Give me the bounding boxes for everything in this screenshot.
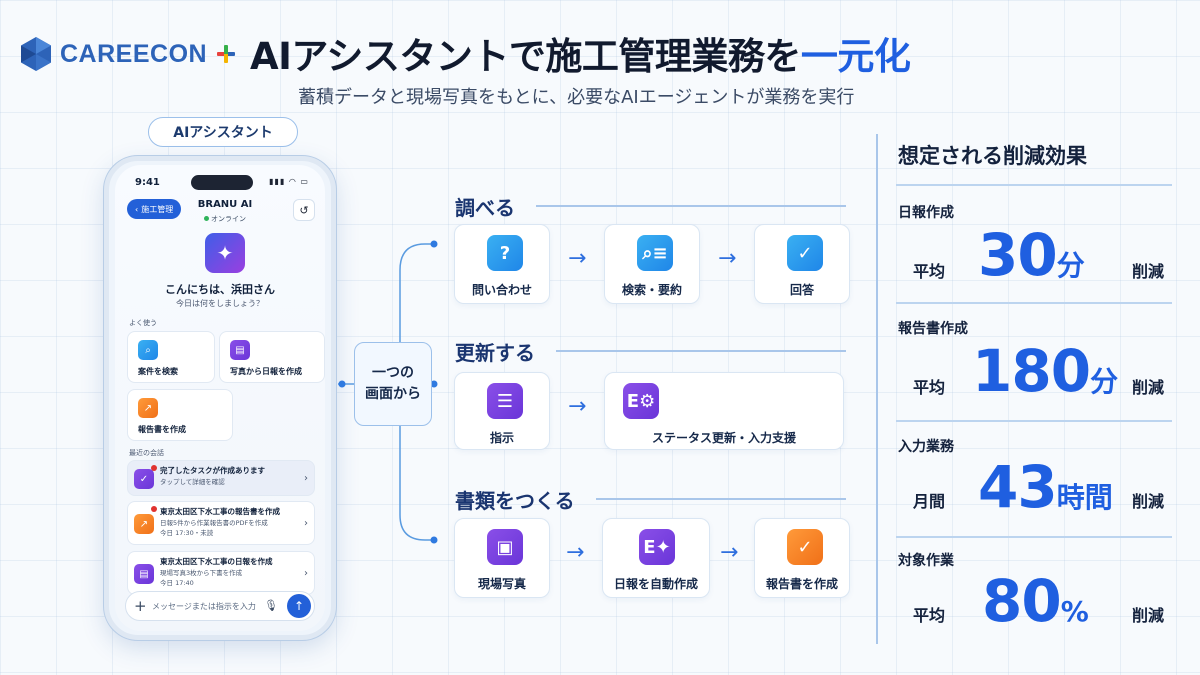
- hexagon-logo-icon: [21, 37, 51, 71]
- metric-value: 43時間: [978, 453, 1113, 521]
- search-icon: ⌕: [138, 340, 158, 360]
- document-icon: ▤: [230, 340, 250, 360]
- phone-notch: [191, 175, 253, 190]
- unread-dot-icon: [151, 506, 157, 512]
- effects-separator: [896, 420, 1172, 422]
- message-input[interactable]: + メッセージまたは指示を入力 🎙 ↑: [125, 591, 315, 621]
- unread-dot-icon: [151, 465, 157, 471]
- step-auto-daily-report: E✦ 日報を自動作成: [602, 518, 710, 598]
- plus-icon[interactable]: +: [134, 597, 147, 615]
- check-icon: ✓: [134, 469, 154, 489]
- step-search-summary: ⌕≡ 検索・要約: [604, 224, 700, 304]
- title-accent: 一元化: [800, 35, 911, 78]
- effects-title: 想定される削減効果: [898, 144, 1087, 168]
- category-divider: [556, 350, 846, 352]
- ai-sparkle-icon: ✦: [205, 233, 245, 273]
- hub-box: 一つの 画面から: [354, 342, 432, 426]
- chart-icon: ↗: [134, 514, 154, 534]
- category-title-update: 更新する: [455, 341, 535, 365]
- chevron-right-icon: ›: [304, 568, 308, 579]
- metric-prefix: 平均: [913, 606, 946, 625]
- chat-check-icon: ✓: [787, 235, 823, 271]
- metric-name: 報告書作成: [898, 321, 968, 337]
- frequent-label: よく使う: [129, 319, 157, 327]
- status-time: 9:41: [135, 177, 160, 188]
- plus-icon: [217, 45, 236, 63]
- step-create-report: ✓ 報告書を作成: [754, 518, 850, 598]
- category-title-research: 調べる: [455, 196, 515, 220]
- arrow-right-icon: →: [566, 540, 585, 565]
- chevron-left-icon: ‹: [135, 204, 139, 214]
- metric-name: 日報作成: [898, 205, 954, 221]
- ai-document-icon: E✦: [639, 529, 675, 565]
- conversation-item[interactable]: ✓ 完了したタスクが作成あります タップして詳細を確認 ›: [127, 460, 315, 496]
- chevron-right-icon: ›: [304, 518, 308, 529]
- page-title: AIアシスタントで施工管理業務を一元化: [250, 35, 911, 78]
- greeting-sub: 今日は何をしましょう？: [176, 299, 264, 308]
- settings-list-icon: E⚙: [623, 383, 659, 419]
- metric-prefix: 平均: [913, 378, 946, 397]
- quick-action-photo-report[interactable]: ▤ 写真から日報を作成: [219, 331, 325, 383]
- arrow-right-icon: →: [568, 246, 587, 271]
- step-status-update: E⚙ ステータス更新・入力支援: [604, 372, 844, 450]
- metric-suffix: 削減: [1132, 378, 1165, 397]
- recent-label: 最近の会話: [129, 449, 164, 457]
- step-answer: ✓ 回答: [754, 224, 850, 304]
- conversation-item[interactable]: ↗ 東京太田区下水工事の報告書を作成 日報5件から作業報告書のPDFを作成 今日…: [127, 501, 315, 545]
- search-list-icon: ⌕≡: [637, 235, 673, 271]
- report-check-icon: ✓: [787, 529, 823, 565]
- metric-prefix: 月間: [913, 492, 946, 511]
- arrow-right-icon: →: [568, 394, 587, 419]
- effects-separator: [896, 302, 1172, 304]
- document-icon: ▤: [134, 564, 154, 584]
- category-divider: [536, 205, 846, 207]
- step-instruction: ☰ 指示: [454, 372, 550, 450]
- arrow-right-icon: →: [718, 246, 737, 271]
- phone-label: AIアシスタント: [148, 117, 298, 147]
- metric-name: 対象作業: [898, 553, 954, 569]
- phone-screen: 9:41 ▮▮▮ ◠ ▭ ‹施工管理 BRANU AI オンライン ↺ ✦ こん…: [115, 165, 325, 631]
- online-dot-icon: [204, 216, 209, 221]
- microphone-icon[interactable]: 🎙: [264, 599, 278, 612]
- message-placeholder: メッセージまたは指示を入力: [152, 602, 256, 611]
- send-button[interactable]: ↑: [287, 594, 311, 618]
- step-site-photo: ▣ 現場写真: [454, 518, 550, 598]
- category-divider: [596, 498, 846, 500]
- arrow-right-icon: →: [720, 540, 739, 565]
- signal-battery-icon: ▮▮▮ ◠ ▭: [269, 177, 309, 186]
- effects-separator: [896, 536, 1172, 538]
- effects-separator: [896, 184, 1172, 186]
- logo-text: CAREECON: [60, 39, 208, 68]
- quick-action-report[interactable]: ↗ 報告書を作成: [127, 389, 233, 441]
- metric-prefix: 平均: [913, 262, 946, 281]
- chevron-right-icon: ›: [304, 473, 308, 484]
- history-button[interactable]: ↺: [293, 199, 315, 221]
- bot-name: BRANU AI: [197, 199, 253, 210]
- conversation-item[interactable]: ▤ 東京太田区下水工事の日報を作成 現場写真3枚から下書を作成 今日 17:40…: [127, 551, 315, 595]
- page-subtitle: 蓄積データと現場写真をもとに、必要なAIエージェントが業務を実行: [298, 87, 855, 108]
- message-icon: ☰: [487, 383, 523, 419]
- metric-suffix: 削減: [1132, 262, 1165, 281]
- metric-value: 80%: [982, 567, 1089, 635]
- phone-mockup: 9:41 ▮▮▮ ◠ ▭ ‹施工管理 BRANU AI オンライン ↺ ✦ こん…: [104, 156, 336, 640]
- photo-camera-icon: ▣: [487, 529, 523, 565]
- back-button[interactable]: ‹施工管理: [127, 199, 182, 219]
- metric-value: 30分: [978, 221, 1085, 289]
- panel-divider: [876, 134, 878, 644]
- history-icon: ↺: [299, 203, 309, 217]
- careecon-logo: CAREECON: [20, 36, 236, 72]
- category-title-documents: 書類をつくる: [455, 489, 575, 513]
- arrow-up-icon: ↑: [293, 599, 305, 613]
- greeting: こんにちは、浜田さん: [165, 283, 275, 296]
- quick-action-search[interactable]: ⌕ 案件を検索: [127, 331, 215, 383]
- question-icon: ?: [487, 235, 523, 271]
- chart-icon: ↗: [138, 398, 158, 418]
- bot-status: オンライン: [195, 214, 255, 224]
- metric-value: 180分: [972, 337, 1119, 405]
- step-inquiry: ? 問い合わせ: [454, 224, 550, 304]
- metric-suffix: 削減: [1132, 492, 1165, 511]
- metric-suffix: 削減: [1132, 606, 1165, 625]
- metric-name: 入力業務: [898, 439, 954, 455]
